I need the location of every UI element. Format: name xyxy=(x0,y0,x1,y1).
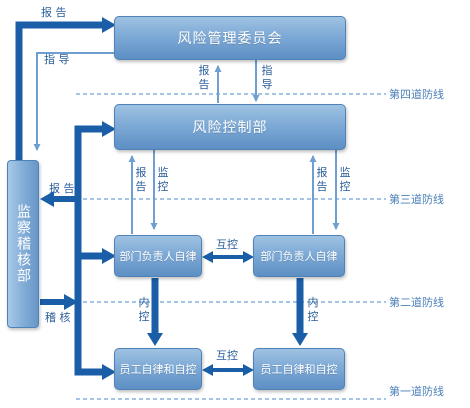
monitor-right-label: 监控 xyxy=(339,166,351,193)
audit-check-label: 稽 核 xyxy=(45,311,71,324)
guide-top-label: 指 导 xyxy=(44,53,70,66)
staff-right-node: 员工自律和自控 xyxy=(253,348,345,390)
audit-check-arrowhead xyxy=(64,294,78,310)
internal-control-right-label: 内控 xyxy=(307,296,319,323)
committee-node: 风险管理委员会 xyxy=(114,16,346,60)
report-right-label: 报告 xyxy=(316,166,328,193)
report-top-label: 报 告 xyxy=(41,6,67,19)
defense-line-4-label: 第四道防线 xyxy=(387,86,446,102)
bracket-arrowhead-control xyxy=(102,121,116,137)
bracket-arrowhead-staff xyxy=(102,364,116,380)
report-to-committee-arrowhead xyxy=(102,17,116,33)
mutual-control-dept-left-head xyxy=(202,251,213,263)
audit-dept-node: 监察稽核部 xyxy=(7,160,39,328)
control-dept-node: 风险控制部 xyxy=(114,104,346,150)
guide-committee-label: 指导 xyxy=(261,64,273,91)
bracket-arrowhead-dept-head xyxy=(102,248,116,264)
mutual-control-1-label: 互控 xyxy=(216,238,238,251)
mutual-control-dept-right-head xyxy=(243,251,254,263)
dept-head-right-node: 部门负责人自律 xyxy=(253,235,345,277)
guide-to-audit-arrow xyxy=(33,52,116,151)
defense-line-1-label: 第一道防线 xyxy=(387,383,446,399)
mutual-control-staff-left-head xyxy=(202,364,213,376)
audit-report-arrowhead xyxy=(40,191,54,207)
internal-control-left-head xyxy=(147,333,163,346)
report-committee-label: 报告 xyxy=(198,64,210,91)
report-to-committee-arrow xyxy=(15,21,104,162)
internal-control-left-label: 内控 xyxy=(138,296,150,323)
report-left-label: 报告 xyxy=(135,166,147,193)
mutual-control-2-label: 互控 xyxy=(216,349,238,362)
audit-bracket xyxy=(74,125,104,376)
monitor-left-label: 监控 xyxy=(157,166,169,193)
mutual-control-staff-right-head xyxy=(243,364,254,376)
staff-left-node: 员工自律和自控 xyxy=(114,348,202,390)
dept-head-left-node: 部门负责人自律 xyxy=(114,235,202,277)
defense-line-3-label: 第三道防线 xyxy=(387,191,446,207)
defense-line-2-label: 第二道防线 xyxy=(387,294,446,310)
internal-control-right-head xyxy=(292,333,308,346)
audit-report-label: 报 告 xyxy=(49,182,75,195)
